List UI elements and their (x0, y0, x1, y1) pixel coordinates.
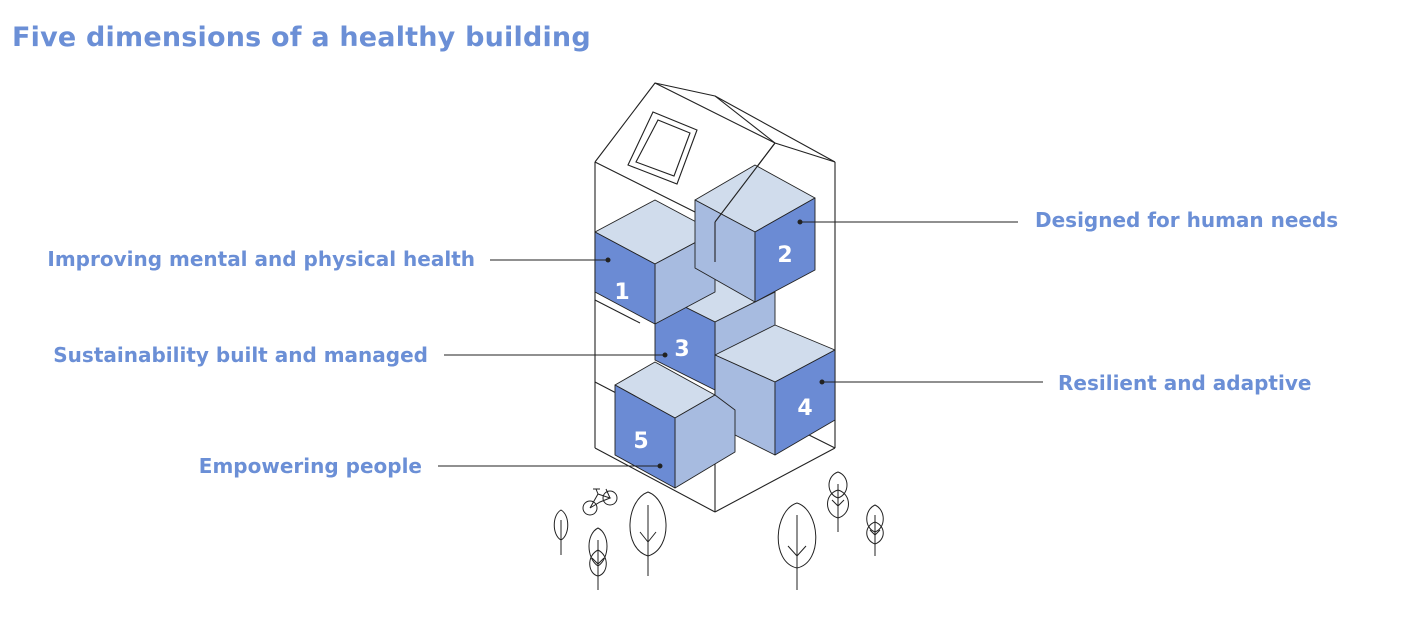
bicycle-icon (582, 488, 618, 516)
dimension-label-3: Sustainability built and managed (53, 343, 428, 367)
solar-panel-icon (627, 111, 698, 185)
tree-icon (629, 491, 667, 576)
tree-icon (866, 504, 884, 556)
cube-number-4: 4 (797, 396, 812, 421)
dimension-label-4: Resilient and adaptive (1058, 371, 1312, 395)
dimension-label-2: Designed for human needs (1035, 208, 1339, 232)
tree-icon (588, 527, 608, 590)
page-title: Five dimensions of a healthy building (12, 22, 591, 53)
leader-lines (438, 219, 1043, 469)
tree-icon (777, 502, 817, 590)
cube-number-5: 5 (633, 429, 648, 454)
dimension-label-5: Empowering people (198, 454, 422, 478)
tree-icon (827, 471, 849, 532)
cube-number-3: 3 (674, 337, 689, 362)
cube-5 (614, 361, 736, 489)
cube-number-1: 1 (614, 280, 629, 305)
tree-icon (553, 509, 569, 555)
dimension-label-1: Improving mental and physical health (47, 247, 475, 271)
cube-number-2: 2 (777, 243, 792, 268)
